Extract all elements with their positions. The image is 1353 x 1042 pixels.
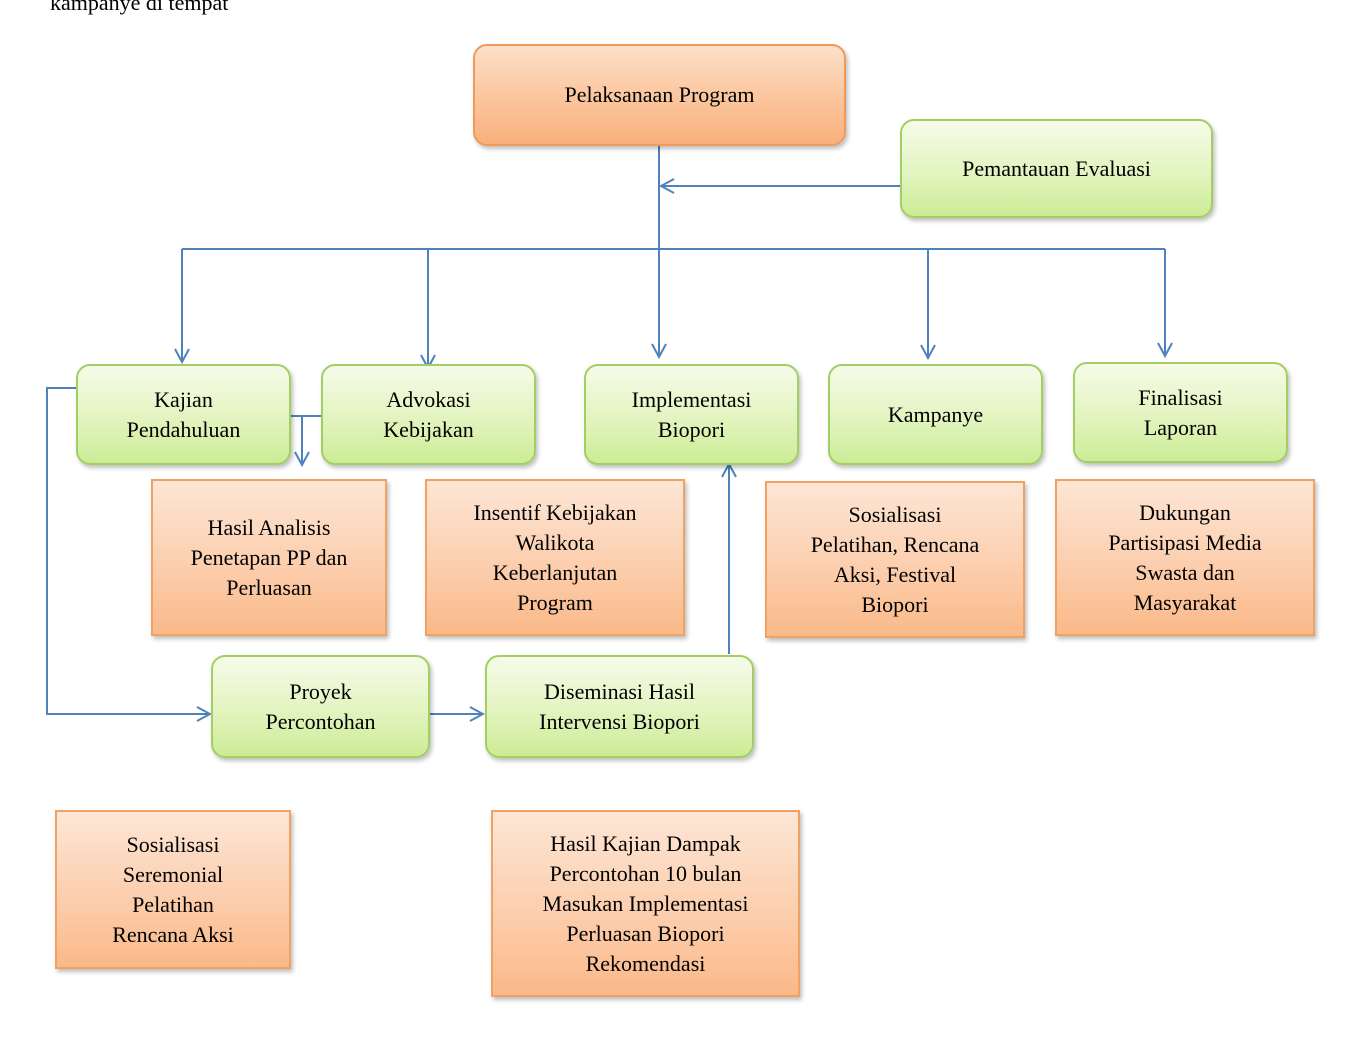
node-label: Sosialisasi Pelatihan, Rencana Aksi, Fes…: [810, 501, 980, 617]
node-sosialisasi-pelatihan[interactable]: Sosialisasi Pelatihan, Rencana Aksi, Fes…: [765, 481, 1025, 638]
node-pelaksanaan-program[interactable]: Pelaksanaan Program: [473, 44, 846, 146]
node-label: Implementasi Biopori: [631, 386, 752, 442]
node-label: Kajian Pendahuluan: [126, 386, 241, 442]
connector-kajian-to-proyek: [46, 387, 210, 714]
node-label: Insentif Kebijakan Walikota Keberlanjuta…: [473, 499, 637, 615]
node-pemantauan-evaluasi[interactable]: Pemantauan Evaluasi: [900, 119, 1213, 218]
node-finalisasi-laporan[interactable]: Finalisasi Laporan: [1073, 362, 1288, 463]
node-proyek-percontohan[interactable]: Proyek Percontohan: [211, 655, 430, 758]
header-text: kampanye di tempat: [50, 0, 229, 15]
node-kajian-pendahuluan[interactable]: Kajian Pendahuluan: [76, 364, 291, 465]
node-dukungan-partisipasi[interactable]: Dukungan Partisipasi Media Swasta dan Ma…: [1055, 479, 1315, 636]
node-insentif-kebijakan[interactable]: Insentif Kebijakan Walikota Keberlanjuta…: [425, 479, 685, 636]
node-label: Hasil Kajian Dampak Percontohan 10 bulan…: [542, 830, 749, 976]
node-diseminasi-hasil[interactable]: Diseminasi Hasil Intervensi Biopori: [485, 655, 754, 758]
node-label: Hasil Analisis Penetapan PP dan Perluasa…: [190, 514, 348, 600]
node-kampanye[interactable]: Kampanye: [828, 364, 1043, 465]
node-label: Pemantauan Evaluasi: [962, 155, 1151, 181]
node-label: Proyek Percontohan: [265, 678, 376, 734]
node-sosialisasi-seremonial[interactable]: Sosialisasi Seremonial Pelatihan Rencana…: [55, 810, 291, 969]
node-hasil-kajian-dampak[interactable]: Hasil Kajian Dampak Percontohan 10 bulan…: [491, 810, 800, 997]
node-implementasi-biopori[interactable]: Implementasi Biopori: [584, 364, 799, 465]
node-advokasi-kebijakan[interactable]: Advokasi Kebijakan: [321, 364, 536, 465]
node-label: Kampanye: [887, 401, 984, 427]
node-label: Sosialisasi Seremonial Pelatihan Rencana…: [112, 831, 234, 947]
node-hasil-analisis[interactable]: Hasil Analisis Penetapan PP dan Perluasa…: [151, 479, 387, 636]
node-label: Dukungan Partisipasi Media Swasta dan Ma…: [1108, 499, 1262, 615]
node-label: Diseminasi Hasil Intervensi Biopori: [539, 678, 700, 734]
node-label: Finalisasi Laporan: [1138, 384, 1223, 440]
node-label: Advokasi Kebijakan: [383, 386, 474, 442]
node-label: Pelaksanaan Program: [564, 82, 755, 107]
